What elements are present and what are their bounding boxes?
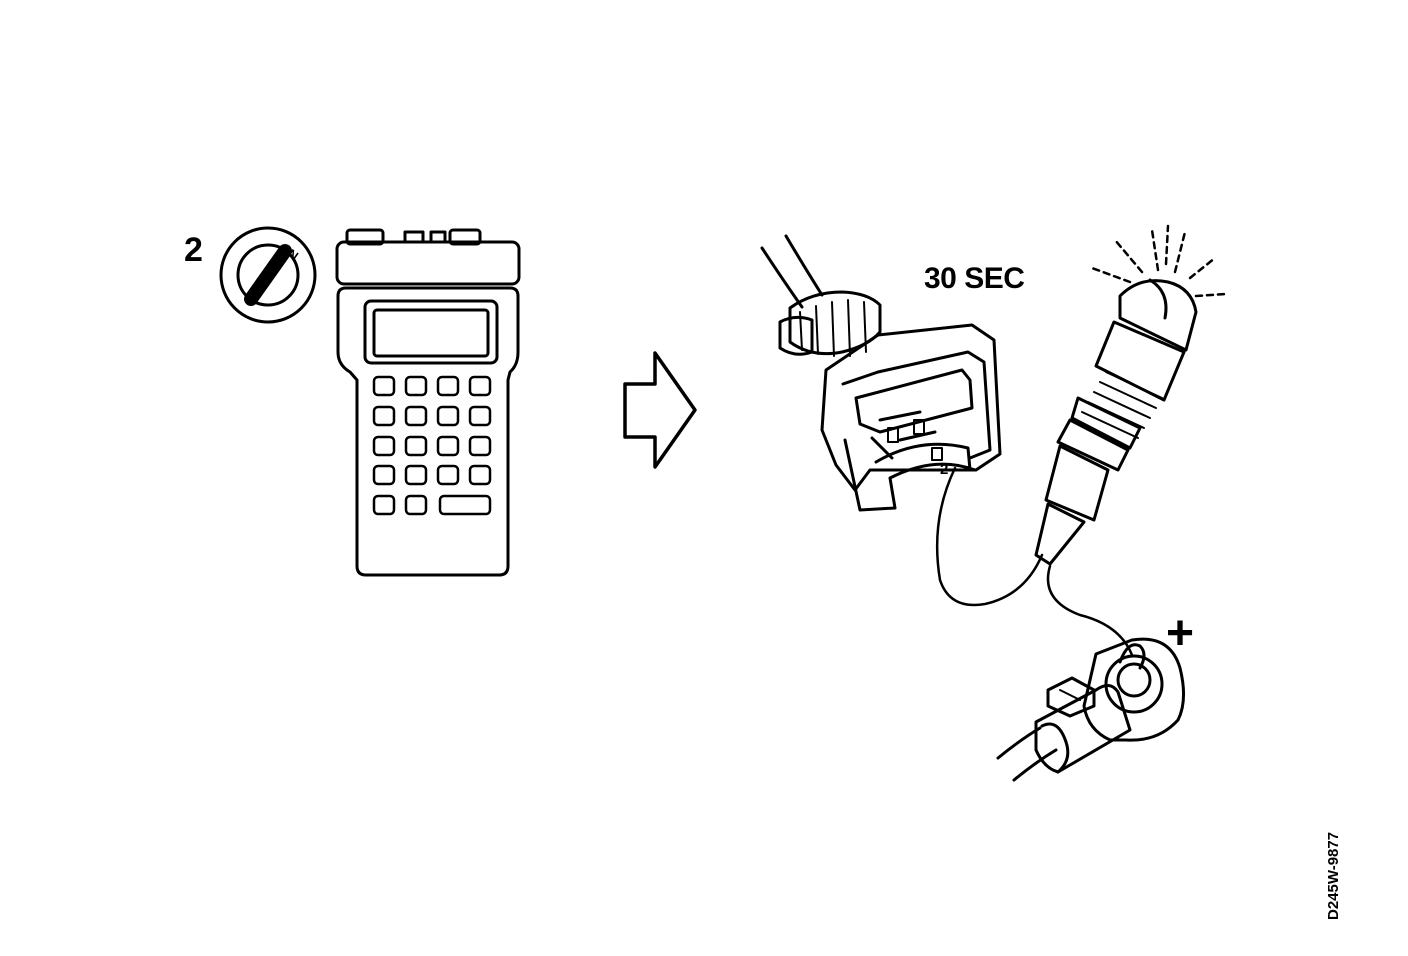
ground-lead-wire [1046, 564, 1134, 657]
positive-terminal-label: + [1166, 607, 1195, 660]
battery-terminal-icon [996, 637, 1185, 782]
timer-label: 30 SEC [924, 262, 1025, 295]
harness-connector-icon: 2 [760, 234, 1002, 512]
step-number: 2 [184, 231, 203, 269]
test-lead-wire [935, 466, 1044, 607]
connector-pin-label: 2 [940, 461, 948, 478]
next-step-arrow-icon [623, 351, 697, 469]
test-lamp-icon [1034, 278, 1198, 566]
lamp-light-rays-icon [1090, 224, 1227, 298]
scan-tool-icon [335, 228, 521, 577]
figure-code: D245W-9877 [1325, 831, 1342, 920]
ignition-switch-icon: ON [219, 226, 317, 324]
